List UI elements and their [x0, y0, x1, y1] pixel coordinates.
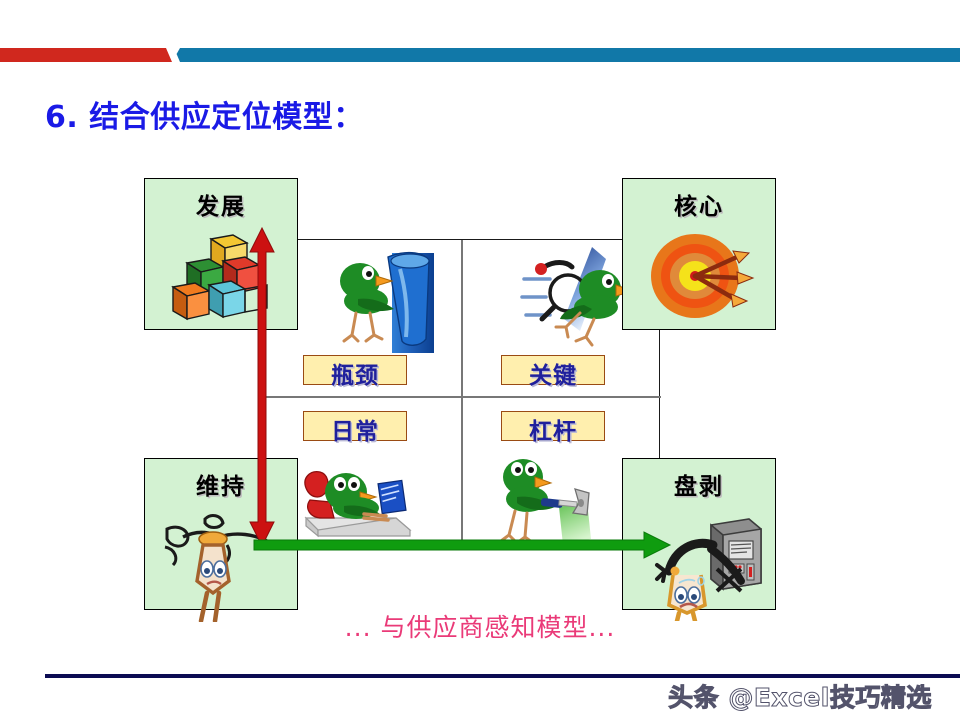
double-headed-up-down-arrow-icon: [249, 226, 275, 548]
quadrant-plate-leverage-label: 杠杆: [529, 419, 577, 445]
corner-box-maintain-label: 维持: [196, 474, 246, 500]
bird-with-hammer-icon: [499, 459, 591, 545]
quadrant-plate-leverage[interactable]: [501, 411, 605, 441]
diagram-caption: ... 与供应商感知模型...: [344, 613, 616, 642]
quadrant-plate-routine[interactable]: [303, 411, 407, 441]
bullseye-target-icon: [651, 234, 755, 318]
stacked-cubes-icon: [171, 234, 268, 321]
header-ribbon-blue-segment: [172, 48, 960, 62]
footer-rule: [45, 674, 960, 678]
quadrant-plate-critical-label: 关键: [529, 363, 577, 389]
corner-box-develop-label: 发展: [196, 194, 246, 220]
matrix-divider-horizontal: [263, 396, 661, 398]
quadrant-plate-bottleneck-label: 瓶颈: [331, 363, 379, 389]
quadrant-plate-bottleneck[interactable]: [303, 355, 407, 385]
bird-pushing-blue-tube-icon: [340, 251, 434, 353]
corner-box-core[interactable]: 核心: [622, 178, 776, 330]
header-ribbon: [0, 48, 960, 62]
corner-box-exploit-label: 盘剥: [674, 474, 724, 500]
watermark-text: 头条 @Excel技巧精选: [668, 683, 932, 713]
quadrant-plate-routine-label: 日常: [331, 419, 379, 445]
hanging-stick-figure-icon: [164, 514, 268, 622]
corner-box-develop[interactable]: 发展: [144, 178, 298, 330]
header-ribbon-red-segment: [0, 48, 175, 62]
corner-box-core-label: 核心: [674, 194, 724, 220]
page-title: 6. 结合供应定位模型：: [45, 100, 364, 135]
right-arrow-icon: [253, 531, 672, 559]
bird-with-magnifier-icon: [520, 247, 635, 347]
quadrant-plate-critical[interactable]: [501, 355, 605, 385]
bird-reading-on-phone-icon: [304, 471, 412, 538]
matrix-divider-vertical: [461, 240, 463, 548]
crushed-by-safe-icon: [655, 518, 762, 621]
corner-box-maintain[interactable]: 维持: [144, 458, 298, 622]
